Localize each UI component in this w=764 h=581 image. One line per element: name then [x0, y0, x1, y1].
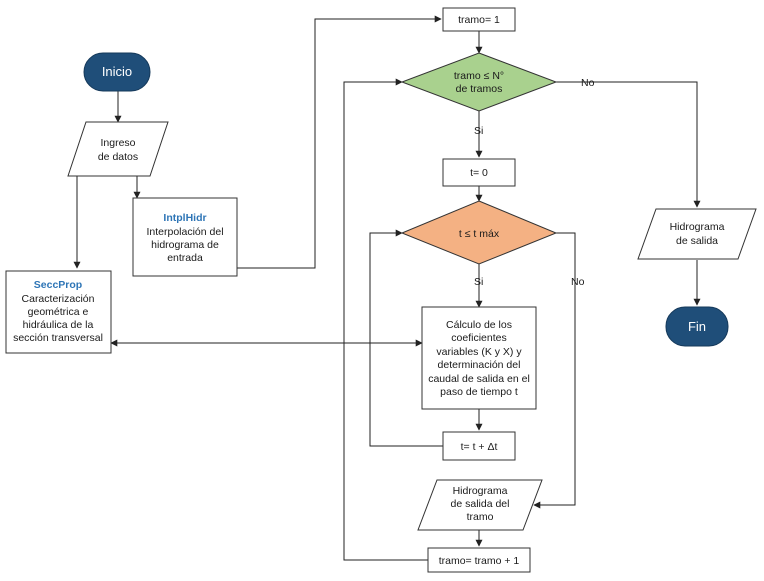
- calculation-box: Cálculo de los coeficientes variables (K…: [421, 306, 537, 410]
- input-data-parallelogram: Ingreso de datos: [67, 121, 169, 177]
- intplhidr-title: IntplHidr: [163, 212, 206, 224]
- decision-t-label: t ≤ t máx: [459, 228, 500, 240]
- t-init-box: t= 0: [442, 158, 516, 187]
- label-si-t: Si: [474, 276, 483, 288]
- label-no-tramo: No: [581, 77, 595, 89]
- hidrograma-tramo-parallelogram: Hidrograma de salida del tramo: [417, 479, 543, 531]
- intplhidr-box: IntplHidr Interpolación del hidrograma d…: [132, 197, 238, 277]
- end-label: Fin: [688, 319, 706, 334]
- label-no-t: No: [571, 276, 585, 288]
- decision-tramo-line-1: tramo ≤ N°: [454, 70, 504, 82]
- seccprop-line-4: sección transversal: [13, 332, 103, 344]
- seccprop-line-3: hidráulica de la: [23, 319, 94, 331]
- decision-tramo-line-2: de tramos: [456, 83, 503, 95]
- arrow-intpl-tramo: [237, 15, 442, 269]
- seccprop-box: SeccProp Caracterización geométrica e hi…: [5, 270, 112, 354]
- tramo-increment-label: tramo= tramo + 1: [439, 555, 520, 567]
- intplhidr-line-3: entrada: [167, 252, 203, 264]
- seccprop-line-1: Caracterización: [22, 293, 95, 305]
- connectors: [73, 15, 701, 561]
- arrow-no-hidro-salida: [556, 81, 701, 208]
- label-si-tramo: Si: [474, 125, 483, 137]
- calculation-line-4: determinación del: [438, 359, 521, 371]
- start-terminal: Inicio: [83, 52, 151, 92]
- hidrograma-salida-line-1: Hidrograma: [670, 221, 725, 233]
- calculation-line-3: variables (K y X) y: [436, 346, 522, 358]
- calculation-line-5: caudal de salida en el: [428, 373, 530, 385]
- hidrograma-tramo-line-1: Hidrograma: [453, 485, 508, 497]
- hidrograma-salida-line-2: de salida: [676, 235, 718, 247]
- calculation-line-1: Cálculo de los: [446, 319, 512, 331]
- arrow-loop-t: [369, 229, 443, 447]
- tramo-increment-box: tramo= tramo + 1: [427, 547, 531, 573]
- start-label: Inicio: [102, 64, 132, 79]
- tramo-init-label: tramo= 1: [458, 14, 500, 26]
- arrow-loop-tramo: [343, 78, 428, 561]
- calculation-line-6: paso de tiempo t: [440, 386, 518, 398]
- input-data-line-2: de datos: [98, 151, 138, 163]
- t-init-label: t= 0: [470, 167, 488, 179]
- input-data-line-1: Ingreso: [100, 137, 135, 149]
- hidrograma-tramo-line-2: de salida del: [451, 498, 510, 510]
- decision-t: t ≤ t máx: [400, 200, 558, 265]
- hidrograma-salida-parallelogram: Hidrograma de salida: [637, 208, 757, 260]
- end-terminal: Fin: [665, 306, 729, 347]
- seccprop-title: SeccProp: [34, 279, 82, 291]
- seccprop-line-2: geométrica e: [28, 306, 89, 318]
- intplhidr-line-1: Interpolación del: [146, 226, 223, 238]
- t-increment-label: t= t + Δt: [461, 441, 498, 453]
- calculation-line-2: coeficientes: [451, 332, 506, 344]
- hidrograma-tramo-line-3: tramo: [467, 511, 494, 523]
- intplhidr-line-2: hidrograma de: [151, 239, 219, 251]
- decision-tramo: tramo ≤ N° de tramos: [400, 52, 558, 112]
- arrow-no-hidro-tramo: [533, 232, 576, 509]
- t-increment-box: t= t + Δt: [442, 431, 516, 461]
- tramo-init-box: tramo= 1: [442, 7, 516, 32]
